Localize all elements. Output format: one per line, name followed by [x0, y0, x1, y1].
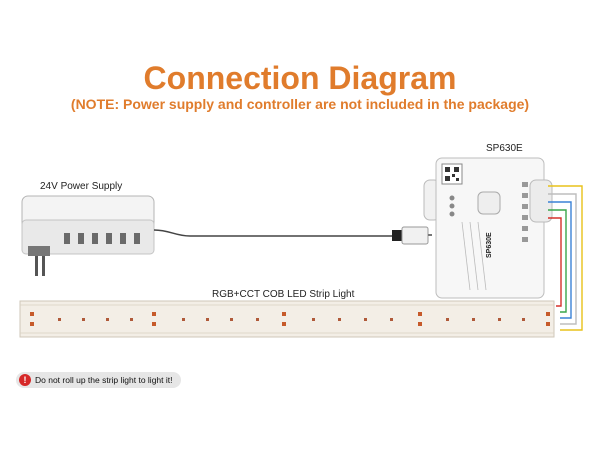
led-strip	[19, 300, 555, 338]
sp630e-controller	[423, 157, 553, 299]
warning-badge: ! Do not roll up the strip light to ligh…	[16, 372, 181, 388]
controller-label: SP630E	[486, 143, 523, 154]
output-wires	[548, 185, 583, 331]
warning-text: Do not roll up the strip light to light …	[35, 375, 173, 385]
power-supply-label: 24V Power Supply	[40, 181, 123, 192]
controller-model-mark: SP630E	[486, 232, 493, 258]
strip-label: RGB+CCT COB LED Strip Light	[212, 289, 355, 300]
dc-connector	[392, 226, 432, 245]
exclamation-icon: !	[19, 374, 31, 386]
power-supply	[21, 195, 392, 276]
package-note: (NOTE: Power supply and controller are n…	[70, 96, 530, 112]
page-title: Connection Diagram	[143, 60, 457, 96]
